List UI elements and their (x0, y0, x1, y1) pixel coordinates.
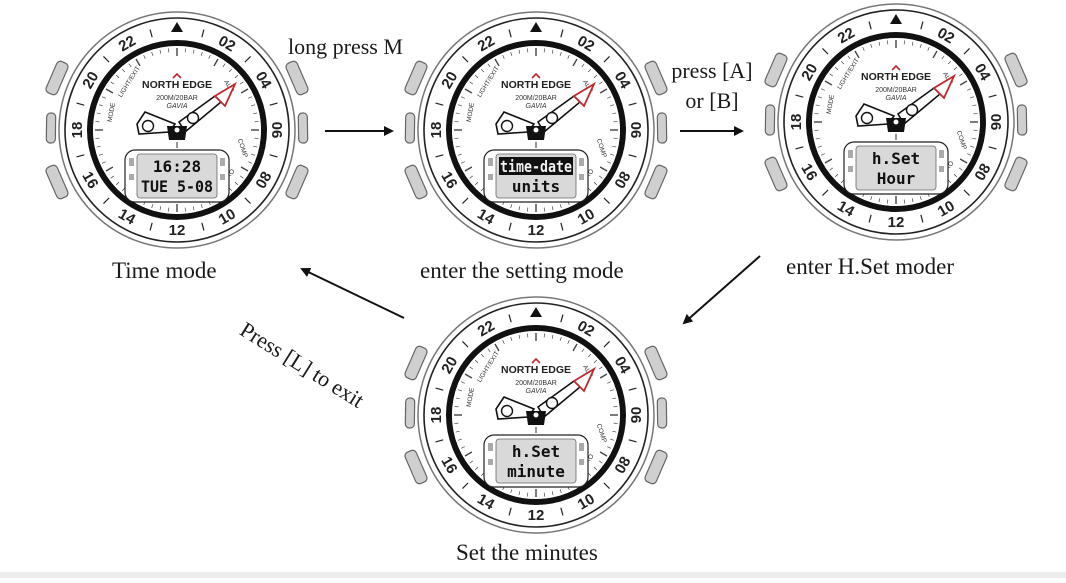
bezel-number: 12 (528, 507, 545, 524)
lcd-line-1: time-date (500, 157, 572, 176)
lcd-indicator-icon (129, 158, 134, 166)
lcd-indicator-icon (579, 174, 584, 180)
lcd-indicator-icon (848, 150, 853, 158)
bezel-number: 12 (528, 222, 545, 239)
brand-model: GAVIA (166, 103, 187, 110)
lcd-indicator-icon (939, 166, 944, 172)
arrow-to-hset-minute (684, 256, 760, 323)
brand-spec: 200M/20BAR (875, 87, 917, 94)
hand-lume-dot (547, 398, 558, 409)
hand-lume-dot (188, 113, 199, 124)
caption-hset-minute: Set the minutes (456, 540, 598, 566)
lcd-line-1: h.Set (872, 149, 920, 168)
lcd-line-1: h.Set (512, 442, 560, 461)
instruction-or-b: or [B] (664, 86, 760, 116)
bezel-number: 18 (428, 407, 445, 424)
lcd-line-2: TUE 5-08 (141, 177, 213, 196)
brand-model: GAVIA (525, 103, 546, 110)
lcd-indicator-icon (848, 166, 853, 172)
pusher-button (1017, 105, 1026, 135)
arrow-exit-to-time-mode (302, 269, 404, 318)
bezel-number: 06 (627, 407, 644, 424)
hand-lume-dot (862, 113, 873, 124)
pusher-button (405, 113, 414, 143)
brand-name: NORTH EDGE (861, 71, 931, 83)
instruction-press-a-or-b: press [A] or [B] (664, 56, 760, 116)
brand-spec: 200M/20BAR (156, 95, 198, 102)
bezel-number: 06 (268, 122, 285, 139)
pusher-button (298, 113, 307, 143)
hand-lume-dot (502, 121, 513, 132)
lcd-indicator-icon (488, 174, 493, 180)
lcd-indicator-icon (220, 174, 225, 180)
pusher-button (657, 113, 666, 143)
lcd-indicator-icon (579, 459, 584, 465)
bottom-band (0, 572, 1066, 578)
instruction-press-a: press [A] (664, 56, 760, 86)
lcd-indicator-icon (488, 459, 493, 465)
brand-spec: 200M/20BAR (515, 95, 557, 102)
brand-model: GAVIA (885, 95, 906, 102)
caption-time-mode: Time mode (112, 258, 217, 284)
hand-center-cap (534, 413, 539, 418)
hand-lume-dot (502, 406, 513, 417)
brand-name: NORTH EDGE (501, 79, 571, 91)
hand-center-cap (534, 128, 539, 133)
lcd-line-2: Hour (877, 169, 916, 188)
brand-name: NORTH EDGE (142, 79, 212, 91)
lcd-line-2: units (512, 177, 560, 196)
hand-lume-dot (547, 113, 558, 124)
pusher-button (765, 105, 774, 135)
caption-hset-hour: enter H.Set moder (786, 254, 954, 280)
lcd-line-2: minute (507, 462, 565, 481)
lcd-indicator-icon (488, 443, 493, 451)
lcd-indicator-icon (488, 158, 493, 166)
lcd-indicator-icon (220, 158, 225, 166)
bezel-number: 12 (169, 222, 186, 239)
hand-lume-dot (907, 105, 918, 116)
lcd-indicator-icon (939, 150, 944, 158)
caption-setting-mode: enter the setting mode (420, 258, 624, 284)
bezel-number: 18 (69, 122, 86, 139)
hand-center-cap (175, 128, 180, 133)
lcd-line-1: 16:28 (153, 157, 201, 176)
bezel-number: 18 (788, 114, 805, 131)
brand-name: NORTH EDGE (501, 364, 571, 376)
hand-center-cap (894, 120, 899, 125)
pusher-button (405, 398, 414, 428)
bezel-number: 06 (987, 114, 1004, 131)
pusher-button (46, 113, 55, 143)
bezel-number: 06 (627, 122, 644, 139)
brand-model: GAVIA (525, 388, 546, 395)
lcd-indicator-icon (579, 158, 584, 166)
lcd-indicator-icon (129, 174, 134, 180)
pusher-button (657, 398, 666, 428)
bezel-number: 12 (888, 214, 905, 231)
brand-spec: 200M/20BAR (515, 380, 557, 387)
hand-lume-dot (143, 121, 154, 132)
instruction-long-press-m: long press M (288, 32, 403, 62)
bezel-number: 18 (428, 122, 445, 139)
lcd-indicator-icon (579, 443, 584, 451)
